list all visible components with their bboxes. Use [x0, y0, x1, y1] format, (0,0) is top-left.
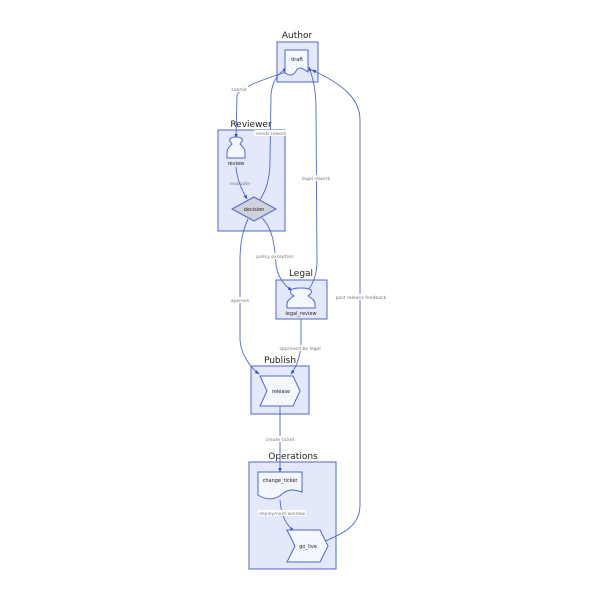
cluster-title-operations: Operations — [268, 452, 318, 462]
cluster-title-reviewer: Reviewer — [230, 120, 272, 130]
edge-label-approved-by-legal: approved by legal — [279, 346, 320, 352]
node-change-ticket[interactable]: change_ticket — [257, 471, 303, 500]
edge-label-deployment-window: deployment window — [259, 511, 306, 517]
edge-label-legal-rework: legal rework — [302, 176, 331, 182]
edge-needs-rework[interactable]: needs rework — [254, 68, 288, 201]
cluster-legal: Legal — [275, 269, 328, 320]
edge-approved-by-legal[interactable]: approved by legal — [279, 319, 322, 375]
node-release[interactable]: release — [259, 375, 301, 407]
cluster-title-publish: Publish — [264, 356, 296, 366]
node-review[interactable]: review — [226, 136, 246, 167]
edge-deployment-window[interactable]: deployment window — [258, 499, 306, 532]
edge-create-ticket[interactable]: create ticket — [264, 406, 296, 473]
edge-approve[interactable]: approve — [230, 218, 260, 375]
node-label-draft: draft — [291, 57, 303, 63]
edge-label-policy-exception: policy exception — [256, 254, 294, 260]
edge-label-evaluate: evaluate — [230, 181, 250, 187]
actor-icon — [226, 136, 246, 159]
node-label-release: release — [272, 389, 290, 395]
cluster-title-author: Author — [282, 31, 313, 41]
node-label-decision: decision — [244, 207, 265, 213]
node-label-legal-review: legal_review — [285, 311, 316, 317]
edge-label-post-release-feedback: post release feedback — [336, 295, 387, 301]
edge-label-needs-rework: needs rework — [255, 131, 286, 137]
node-label-go-live: go_live — [299, 544, 317, 550]
edge-policy-exception[interactable]: policy exception — [255, 217, 296, 291]
node-label-change-ticket: change_ticket — [263, 478, 298, 484]
edge-evaluate[interactable]: evaluate — [230, 166, 250, 200]
node-decision[interactable]: decision — [230, 196, 278, 222]
edge-legal-rework[interactable]: legal rework — [301, 66, 332, 291]
edge-label-submit: submit — [231, 87, 247, 93]
cluster-title-legal: Legal — [289, 269, 313, 279]
node-go-live[interactable]: go_live — [286, 529, 329, 563]
edge-label-approve: approve — [231, 298, 250, 304]
edge-label-create-ticket: create ticket — [266, 437, 295, 443]
node-legal-review[interactable]: legal_review — [285, 287, 317, 317]
node-label-review: review — [228, 161, 245, 167]
node-draft[interactable]: draft — [284, 49, 309, 76]
actor-icon — [286, 287, 316, 309]
edge-post-release-feedback[interactable]: post release feedback — [311, 69, 388, 543]
